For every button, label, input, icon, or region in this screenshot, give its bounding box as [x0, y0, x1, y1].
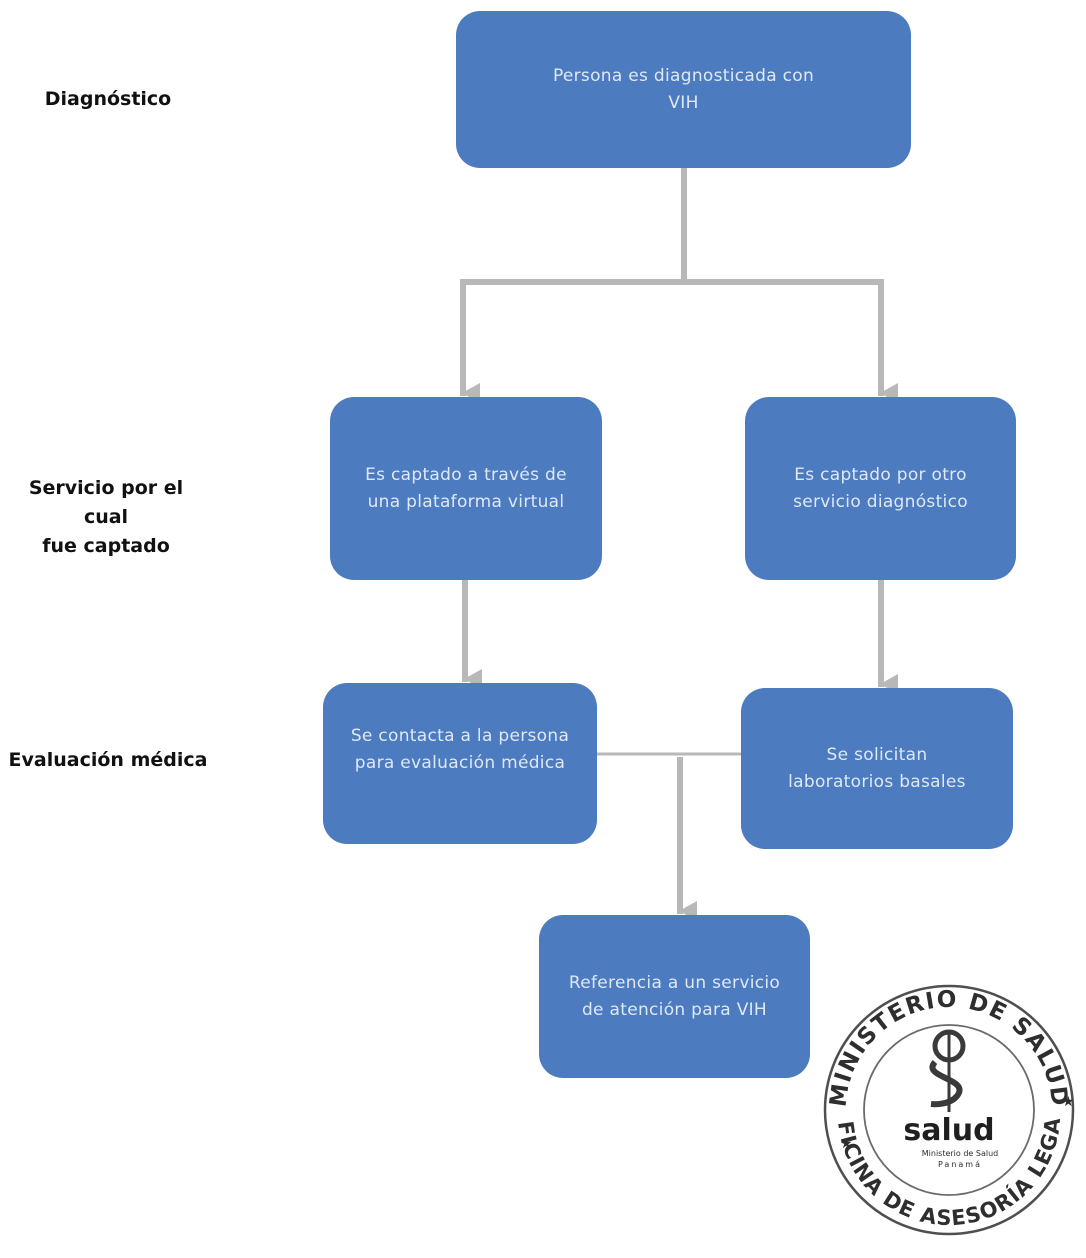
seal-sub-2: Panamá: [938, 1160, 982, 1169]
seal-emblem-icon: [929, 1029, 966, 1112]
stage-label-diagnosis: Diagnóstico: [44, 88, 172, 110]
node-virtual-platform: Es captado a través de una plataforma vi…: [330, 397, 602, 580]
node-diagnosed: Persona es diagnosticada con VIH: [456, 11, 911, 168]
seal-inner-ring: [863, 1024, 1035, 1196]
node-referral: Referencia a un servicio de atención par…: [539, 915, 810, 1078]
seal-brand: salud: [903, 1113, 994, 1148]
seal-star-right: ★: [1062, 1094, 1075, 1110]
seal-outer-ring: [823, 984, 1075, 1236]
seal-star-left: ★: [840, 1136, 853, 1152]
node-basal-labs: Se solicitan laboratorios basales: [741, 688, 1013, 849]
seal-sub-1: Ministerio de Salud: [922, 1149, 999, 1158]
ministry-seal: MINISTERIO DE SALUD OFICINA DE ASESORÍA …: [818, 964, 1075, 1236]
stage-label-capture: Servicio por el cual fue captado: [28, 477, 184, 557]
node-other-service: Es captado por otro servicio diagnóstico: [745, 397, 1016, 580]
node-contact-person: Se contacta a la persona para evaluación…: [323, 683, 597, 844]
stage-label-evaluation: Evaluación médica: [8, 749, 208, 771]
